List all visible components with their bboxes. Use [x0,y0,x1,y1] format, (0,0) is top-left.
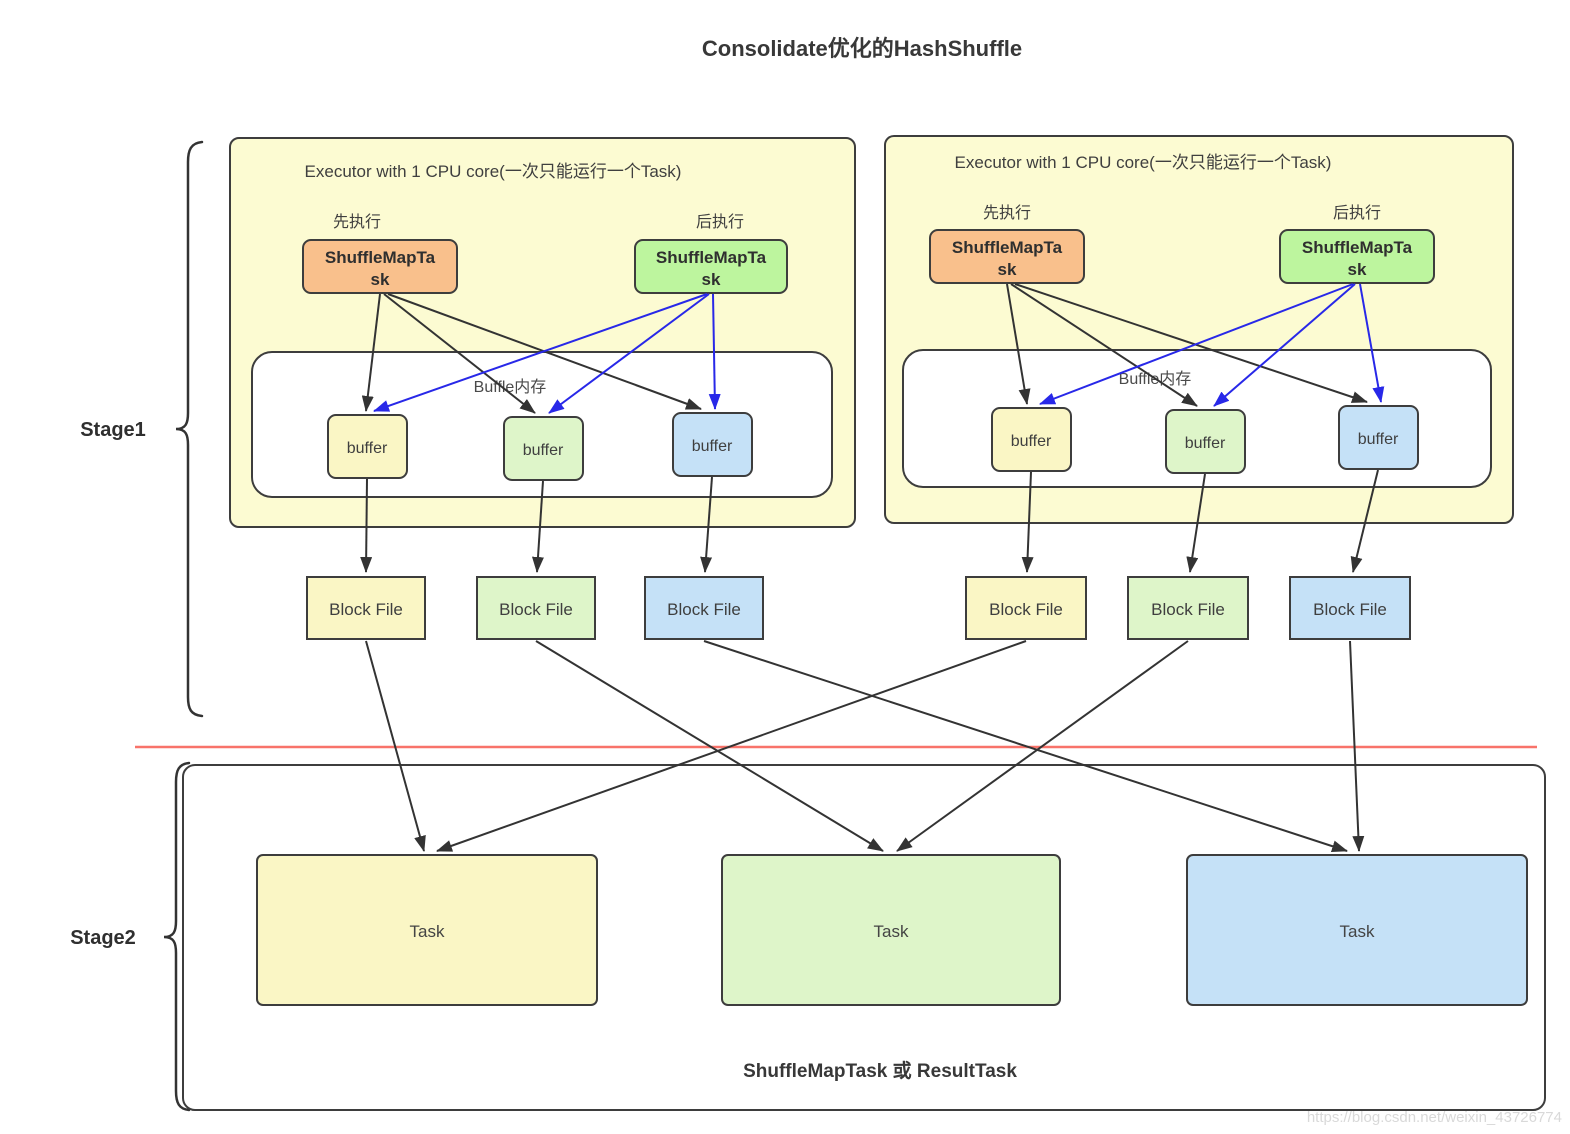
arrow-smt-later-to-buffer3-right [1359,283,1385,403]
diagram-title: Consolidate优化的HashShuffle [702,36,1022,61]
shuffle-map-task-first-left [302,239,458,294]
arrow-buffer3-to-blockfile3-right [1350,469,1379,573]
buffer-memory-label-left: Buffle内存 [474,378,547,396]
buffer-yellow-right [991,407,1072,472]
arrow-bf2-left-to-task2 [535,640,884,852]
arrow-buffer2-to-blockfile2-left [531,480,544,573]
smt-later-left-line1: ShuffleMapTa [656,248,767,267]
watermark-text: https://blog.csdn.net/weixin_43726774 [1307,1109,1562,1126]
arrow-buffer2-to-blockfile2-right [1186,473,1206,573]
arrow-buffer1-to-blockfile1-right [1021,471,1034,573]
arrow-bf1-right-to-task1 [436,640,1027,852]
arrow-smt-later-to-buffer1-left [373,293,708,412]
executor-left-run-first-label: 先执行 [333,213,381,231]
block-file-blue-right [1289,576,1411,640]
block-file-green-left [476,576,596,640]
arrow-bf3-left-to-task3 [703,640,1348,853]
block-file-blue-right-label: Block File [1313,600,1387,619]
executor-left: Executor with 1 CPU core(一次只能运行一个Task) 先… [229,137,856,528]
block-file-blue-left-label: Block File [667,600,741,619]
shuffle-map-task-later-right [1279,229,1435,284]
block-file-yellow-left-label: Block File [329,600,403,619]
executor-right-run-later-label: 后执行 [1333,204,1381,222]
executor-right-arrows [1006,283,1385,573]
block-file-blue-left [644,576,764,640]
block-files-right: Block File Block File Block File [965,576,1411,640]
task-yellow-label: Task [410,922,445,941]
block-file-yellow-right [965,576,1087,640]
executor-right: Executor with 1 CPU core(一次只能运行一个Task) 先… [884,135,1514,524]
arrow-buffer3-to-blockfile3-left [700,476,713,573]
block-files-left: Block File Block File Block File [306,576,764,640]
buffer-yellow-right-label: buffer [1011,433,1052,450]
block-file-yellow-right-label: Block File [989,600,1063,619]
arrow-smt-later-to-buffer2-left [548,293,710,414]
buffer-green-left [503,416,584,481]
block-file-green-left-label: Block File [499,600,573,619]
stage1-brace [175,140,204,718]
arrow-bf1-left-to-task1 [365,640,426,852]
buffer-green-right [1165,409,1246,474]
arrow-smt-later-to-buffer3-left [708,293,721,410]
smt-later-right-line1: ShuffleMapTa [1302,238,1413,257]
buffer-blue-left [672,412,753,477]
stage2-brace [163,761,191,1112]
buffer-yellow-left [327,414,408,479]
shuffle-map-task-later-left [634,239,788,294]
executor-left-header: Executor with 1 CPU core(一次只能运行一个Task) [305,162,682,181]
buffer-blue-right-label: buffer [1358,431,1399,448]
block-file-yellow-left [306,576,426,640]
arrow-buffer1-to-blockfile1-left [360,478,373,573]
blockfile-to-task-arrows [365,640,1365,853]
arrow-bf3-right-to-task3 [1349,640,1365,852]
buffer-green-left-label: buffer [523,442,564,459]
arrow-smt-first-to-buffer2-right [1010,283,1198,407]
smt-later-left-line2: sk [702,270,721,289]
executor-right-run-first-label: 先执行 [983,204,1031,222]
arrow-smt-later-to-buffer1-right [1039,283,1354,405]
smt-later-right-line2: sk [1348,260,1367,279]
arrow-bf2-right-to-task2 [896,640,1189,852]
block-file-green-right [1127,576,1249,640]
arrow-smt-first-to-buffer1-right [1006,283,1031,405]
smt-first-right-line1: ShuffleMapTa [952,238,1063,257]
task-yellow-box [256,854,598,1006]
arrow-smt-first-to-buffer2-left [383,293,536,414]
buffer-blue-left-label: buffer [692,438,733,455]
executor-left-arrows [360,293,721,573]
stage2-label: Stage2 [70,927,136,949]
task-green-label: Task [874,922,909,941]
stage2-group: Task Task Task ShuffleMapTask 或 ResultTa… [182,764,1546,1111]
stage1-label: Stage1 [80,419,146,441]
arrow-smt-first-to-buffer1-left [361,293,381,412]
buffer-blue-right [1338,405,1419,470]
smt-first-right-line2: sk [998,260,1017,279]
arrow-smt-first-to-buffer3-right [1014,283,1368,403]
task-green-box [721,854,1061,1006]
executor-left-run-later-label: 后执行 [696,213,744,231]
buffer-green-right-label: buffer [1185,435,1226,452]
shuffle-map-task-first-right [929,229,1085,284]
task-blue-label: Task [1340,922,1375,941]
smt-first-left-line2: sk [371,270,390,289]
arrow-smt-later-to-buffer2-right [1213,283,1356,407]
buffer-yellow-left-label: buffer [347,440,388,457]
executor-right-header: Executor with 1 CPU core(一次只能运行一个Task) [955,153,1332,172]
smt-first-left-line1: ShuffleMapTa [325,248,436,267]
task-blue-box [1186,854,1528,1006]
block-file-green-right-label: Block File [1151,600,1225,619]
stage2-footer-label: ShuffleMapTask 或 ResultTask [743,1059,1017,1082]
